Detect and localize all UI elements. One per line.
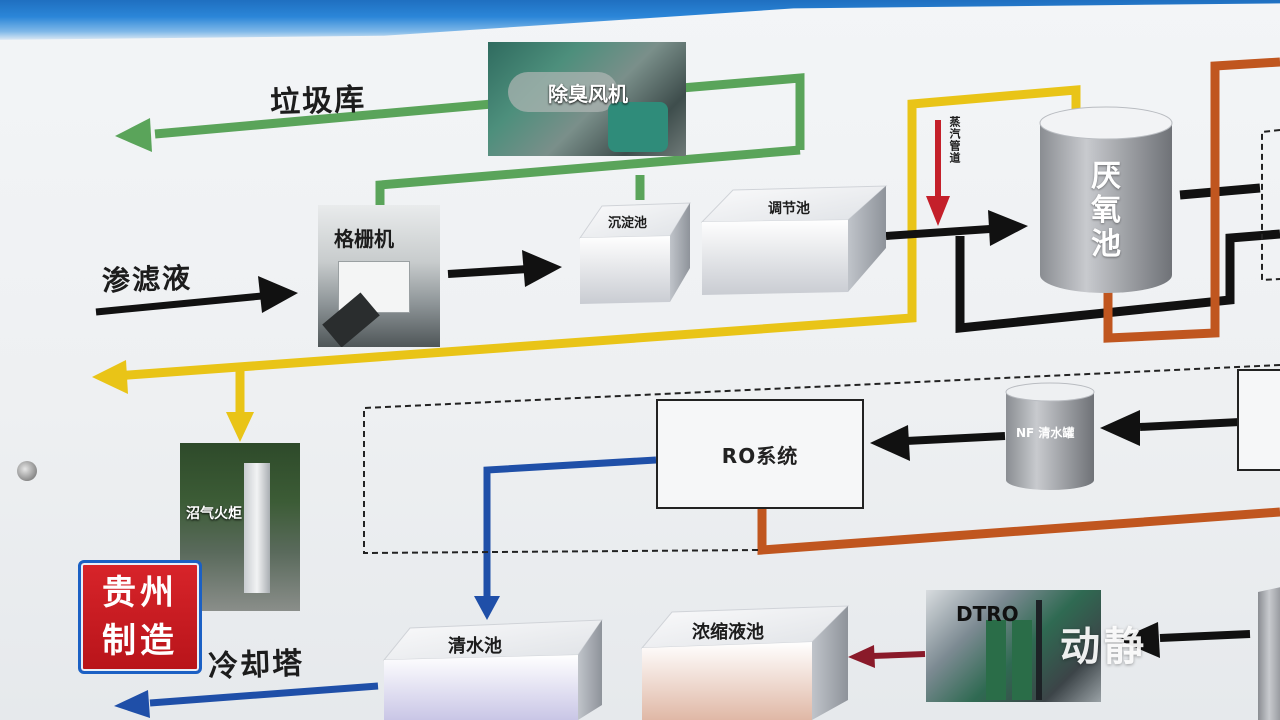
concentrate-tank-label: 浓缩液池 bbox=[692, 622, 764, 643]
green-arrowhead bbox=[115, 118, 152, 152]
guizhou-manufacturing-logo: 贵州 制造 bbox=[78, 560, 202, 674]
sedimentation-tank-label: 沉淀池 bbox=[608, 216, 648, 231]
sedimentation-tank-shape bbox=[579, 202, 691, 304]
yellow-arrowhead-down bbox=[226, 412, 254, 442]
brown-lines bbox=[757, 57, 1280, 555]
steam-pipe-label: 蒸汽管道 bbox=[948, 116, 961, 164]
deodor-fan-photo: 除臭风机 bbox=[488, 42, 686, 156]
anaerobic-tank-shape bbox=[1039, 106, 1173, 293]
dtro-label: DTRO bbox=[956, 602, 1019, 626]
dashed-boundaries bbox=[363, 129, 1280, 555]
deodor-fan-label: 除臭风机 bbox=[548, 82, 628, 106]
blue-line bbox=[114, 456, 657, 718]
regulating-tank-shape bbox=[700, 185, 888, 295]
channel-watermark: 动静 bbox=[1060, 624, 1148, 670]
anaerobic-char-1: 厌 bbox=[1091, 159, 1121, 194]
mounting-screw bbox=[17, 461, 37, 481]
grid-machine-photo: 格栅机 bbox=[318, 205, 440, 347]
nf-tank-shape bbox=[1005, 382, 1095, 490]
anaerobic-char-2: 氧 bbox=[1091, 193, 1121, 228]
black-arrows bbox=[95, 183, 1280, 658]
clean-water-tank-label: 清水池 bbox=[448, 636, 502, 657]
ro-system-box: RO系统 bbox=[656, 399, 864, 509]
right-edge-cylinder bbox=[1258, 587, 1280, 720]
ro-system-label: RO系统 bbox=[721, 443, 799, 468]
biogas-torch-label: 沼气火炬 bbox=[186, 506, 242, 522]
steam-arrow bbox=[926, 120, 950, 226]
dtro-photo: DTRO bbox=[926, 590, 1101, 702]
logo-line-2: 制造 bbox=[102, 621, 178, 661]
yellow-arrowhead-left bbox=[92, 360, 128, 394]
leachate-label: 渗滤液 bbox=[101, 261, 193, 298]
regulating-tank-label: 调节池 bbox=[768, 201, 810, 217]
garbage-depot-label: 垃圾库 bbox=[269, 82, 367, 121]
grid-machine-label: 格栅机 bbox=[334, 227, 394, 251]
concentrate-arrow bbox=[848, 645, 926, 668]
nf-tank-label: NF 清水罐 bbox=[1016, 426, 1075, 440]
yellow-line bbox=[114, 85, 1081, 420]
anaerobic-char-3: 池 bbox=[1091, 227, 1121, 262]
cooling-tower-label: 冷却塔 bbox=[207, 646, 305, 685]
clean-water-tank-shape bbox=[382, 619, 603, 720]
right-edge-box bbox=[1237, 369, 1280, 471]
concentrate-tank-shape bbox=[640, 605, 850, 720]
anaerobic-tank-label: 厌 氧 池 bbox=[1082, 160, 1130, 262]
logo-line-1: 贵州 bbox=[102, 573, 178, 613]
green-lines bbox=[154, 73, 805, 212]
